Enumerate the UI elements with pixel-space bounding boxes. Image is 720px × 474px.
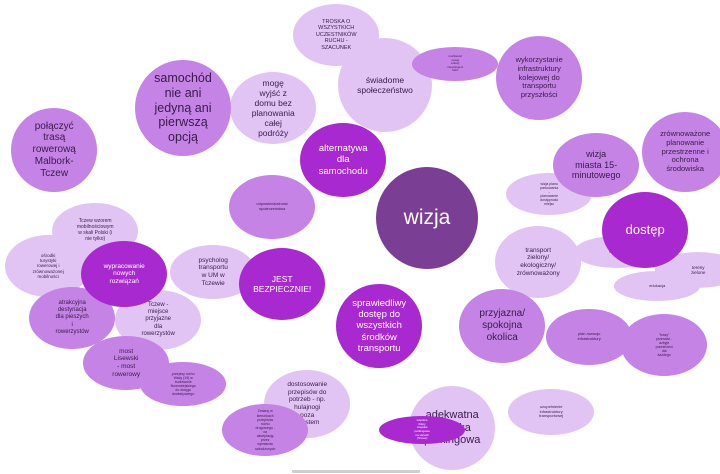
bubble-label: sprawiedliwy dostęp do wszystkich środkó… [352,297,407,354]
bubble-moge-wyjsc: mogę wyjść z domu bez planowania całej p… [230,72,317,144]
bubble-troska: TROSKA O WSZYSTKICH UCZESTNIKÓW RUCHU - … [293,4,380,66]
bubble-label: przyjazna/ spokojna okolica [479,308,525,343]
bubble-label: tereny zielone [691,264,706,275]
bubble-wykorzystanie: wykorzystanie infrastruktury kolejowej d… [496,36,583,120]
bubble-label: "trasy" przerwać - azbyje przestrzeni dl… [655,332,673,358]
bubble-label: atrakcyjna destynacja dla pieszych i row… [55,300,89,335]
bubble-label: odpowiedzialność społeczeństwa [256,201,288,211]
bubble-label: Tczew wzorem mobilnościowym w skali Pols… [76,218,114,242]
scroll-indicator[interactable] [292,470,420,473]
bubble-label: zrównoważone planowanie przestrzenne i o… [660,128,711,174]
bubble-most-lisewski: most Lisewski - most rowerowy [83,336,170,390]
bubble-label: alternatywa dla samochodu [318,143,368,177]
bubble-label: mogę wyjść z domu bez planowania całej p… [251,77,295,139]
bubble-label: wizja planu parkowania - planowanie dost… [540,181,559,207]
bubble-plan-rozwoju: plan rozwoju infrastruktury [546,309,633,365]
bubble-mozliwosc-dojazdu: możliwość nowej szkoły zaspokojeni ludzi [412,47,499,81]
bubble-transport-zielony: transport zielony/ ekologiczny/ zrównowa… [495,226,582,298]
bubble-wypracowanie: wypracowanie nowych rozwiązań [81,241,168,307]
bubble-label: JEST BEZPIECZNIE! [253,273,312,294]
bubble-wizja: wizja [376,167,478,269]
bubble-label: uzupełnienie infrastruktury transportowe… [539,403,564,419]
bubble-label: ośrodki turystyki rowerowej i zrównoważo… [32,252,64,279]
bubble-uzupelnienie: uzupełnienie infrastruktury transportowe… [508,389,595,435]
bubble-label: wizja [403,205,451,229]
bubble-alternatywa: alternatywa dla samochodu [300,123,387,197]
bubble-label: świadome społeczeństwo [357,74,413,95]
bubble-polaczyc: połączyć trasą rowerową Malbork-Tczew [11,108,98,192]
bubble-label: most Lisewski - most rowerowy [112,347,141,378]
bubble-label: wypracowanie nowych rozwiązań [103,262,145,285]
bubble-trzy-przerwy: "trasy" przerwać - azbyje przestrzeni dl… [621,314,708,376]
bubble-label: przepisy ruchu Wsky (19) w budowanie Now… [170,371,196,397]
bubble-label: dostęp [625,222,665,238]
bubble-label: psycholog transportu w UM w Tczewie [198,256,228,287]
bubble-zrownowazone: zrównoważone planowanie przestrzenne i o… [642,112,720,192]
bubble-label: możliwość nowej szkoły zaspokojeni ludzi [447,54,464,73]
bubble-label: samochód nie ani jedyną ani pierwszą opc… [154,71,212,145]
bubble-odpowiedzialnosc: odpowiedzialność społeczeństwa [229,175,316,239]
bubble-label: Tczew - miejsce przyjazne dla rowerzystó… [141,302,175,337]
bubble-label: wizja miasta 15-minutowego [571,149,621,181]
bubble-label: edukacja [649,282,666,288]
bubble-label: transport zielony/ ekologiczny/ zrównowa… [516,246,560,277]
bubble-kierunki: Zmiany w kierunkach przepisów ruchu drog… [222,404,309,456]
bubble-label: wspólne bilety miejskie parkingowe na ul… [414,418,430,441]
bubble-label: wykorzystanie infrastruktury kolejowej d… [515,54,563,100]
bubble-label: dostosowanie przepisów do potrzeb - np. … [287,381,328,427]
bubble-dostep: dostęp [602,192,689,268]
bubble-samochod: samochód nie ani jedyną ani pierwszą opc… [135,60,231,156]
bubble-label: połączyć trasą rowerową Malbork-Tczew [32,120,76,179]
bubble-przepisy: przepisy ruchu Wsky (19) w budowanie Now… [140,362,227,406]
bubble-przyjazna: przyjazna/ spokojna okolica [459,289,546,363]
bubble-sprawiedliwy: sprawiedliwy dostęp do wszystkich środkó… [336,284,423,368]
bubble-label: Zmiany w kierunkach przepisów ruchu drog… [255,409,276,451]
bubble-wizja-miasta: wizja miasta 15-minutowego [553,133,640,197]
bubble-jest-bezpiecznie: JEST BEZPIECZNIE! [239,248,326,320]
bubble-label: plan rozwoju infrastruktury [577,331,601,341]
bubble-wspolne-bilety: wspólne bilety miejskie parkingowe na ul… [379,416,466,444]
bubble-label: TROSKA O WSZYSTKICH UCZESTNIKÓW RUCHU - … [315,18,357,51]
